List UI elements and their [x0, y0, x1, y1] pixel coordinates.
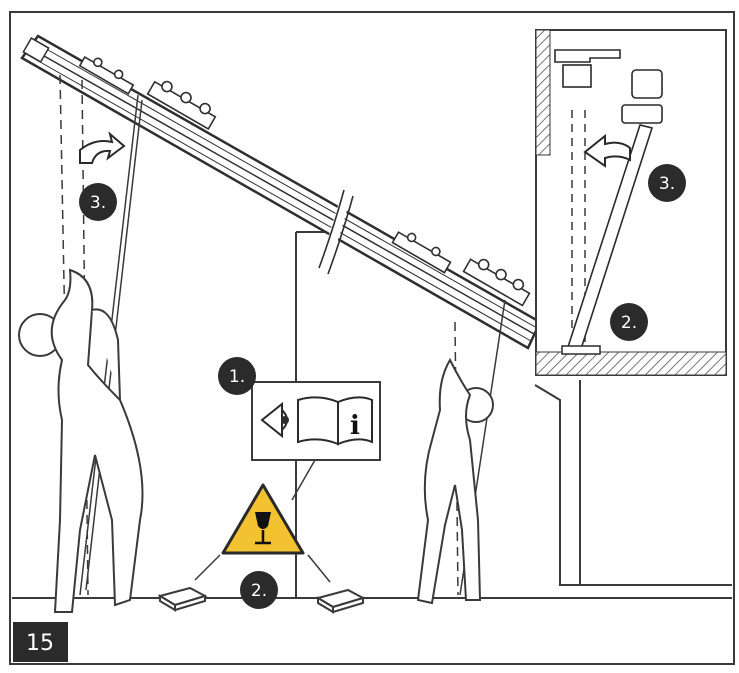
step-badge-read-manual: 1. [218, 357, 256, 395]
step-badge-left-rotate: 3. [79, 183, 117, 221]
step-badge-inset-lower: 2. [610, 303, 648, 341]
step-badge-set-down: 2. [240, 571, 278, 609]
svg-text:2.: 2. [621, 313, 637, 333]
open-book-icon [298, 397, 372, 444]
read-manual-panel: i [252, 382, 380, 460]
svg-text:15: 15 [26, 631, 54, 656]
svg-text:3.: 3. [659, 174, 675, 194]
manual-info-letter: i [350, 411, 360, 441]
svg-text:1.: 1. [229, 367, 245, 387]
page-step-number: 15 [13, 622, 68, 662]
svg-text:2.: 2. [251, 581, 267, 601]
svg-text:3.: 3. [90, 193, 106, 213]
step-badge-inset-rotate: 3. [648, 164, 686, 202]
